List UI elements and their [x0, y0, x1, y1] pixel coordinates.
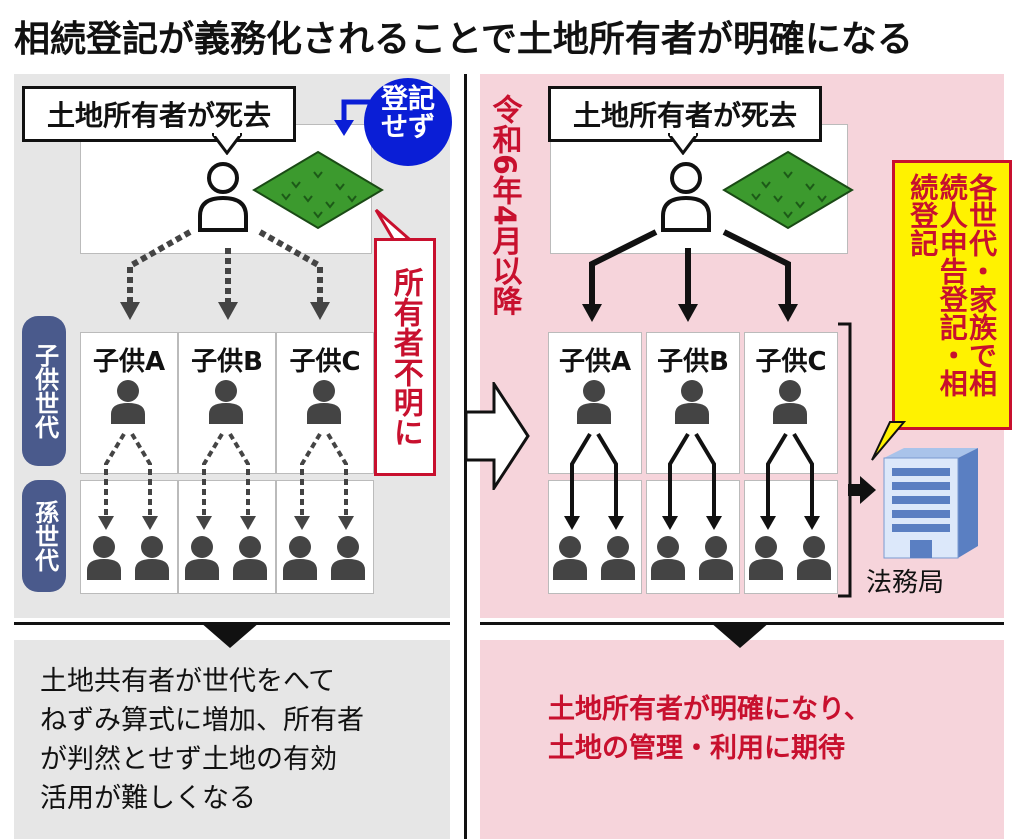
registration-note-pointer-icon: [871, 421, 906, 461]
right-grandchild-person-icon-6: [797, 536, 831, 580]
left-descendants-graphic: [87, 380, 365, 580]
left-grandchild-person-icon-5: [283, 536, 317, 580]
left-split-arrow-1: [98, 432, 158, 530]
legal-affairs-bureau-icon: [883, 448, 978, 559]
effective-date-label: 令和6年4月以降: [486, 94, 522, 316]
left-grandchild-person-icon-2: [135, 536, 169, 580]
left-summary-text: 土地共有者が世代をへて ねずみ算式に増加、所有者 が判然とせず土地の有効 活用が…: [40, 666, 364, 815]
left-split-arrow-3: [294, 432, 354, 530]
right-land-icon: [722, 150, 854, 230]
right-summary-text: 土地所有者が明確になり、 土地の管理・利用に期待: [548, 694, 871, 765]
left-grandchild-person-icon-4: [233, 536, 267, 580]
right-descendants-graphic: [553, 380, 831, 580]
left-split-arrow-2: [196, 432, 256, 530]
left-child-label-a: 子供A: [92, 347, 166, 377]
right-child-card-b: 子供B: [646, 332, 740, 474]
registration-note-box: 各世代・家族で相続人申告登記・相続登記: [892, 160, 1012, 430]
transition-arrow-icon: [466, 382, 530, 490]
right-grandchild-person-icon-3: [651, 536, 685, 580]
right-grandchild-person-icon-1: [553, 536, 587, 580]
right-child-card-a: 子供A: [548, 332, 642, 474]
family-bracket: [838, 322, 852, 598]
right-split-arrow-2: [662, 432, 722, 530]
right-child-person-icon-2: [675, 380, 709, 424]
left-child-card-a: 子供A: [80, 332, 178, 474]
right-owner-callout-text: 土地所有者が死去: [572, 99, 797, 132]
right-child-label-a: 子供A: [558, 347, 632, 377]
not-registered-label: 登記せず: [381, 84, 435, 144]
left-grandchild-person-icon-3: [185, 536, 219, 580]
left-child-person-icon-2: [209, 380, 243, 424]
left-grandchild-person-icon-1: [87, 536, 121, 580]
left-owner-callout: 土地所有者が死去: [22, 86, 296, 142]
legal-affairs-bureau-label: 法務局: [866, 568, 945, 598]
right-grandchild-person-icon-4: [699, 536, 733, 580]
right-child-card-c: 子供C: [744, 332, 838, 474]
right-deceased-owner-icon: [661, 162, 711, 232]
left-land-icon: [252, 150, 384, 230]
right-down-triangle-icon: [710, 622, 770, 648]
left-grandchild-person-icon-6: [331, 536, 365, 580]
grandchildren-generation-pill: 孫世代: [22, 480, 66, 592]
right-child-person-icon-3: [773, 380, 807, 424]
left-deceased-owner-icon: [198, 162, 248, 232]
right-inheritance-arrows: [582, 229, 798, 322]
right-child-person-icon-1: [577, 380, 611, 424]
left-inheritance-arrows: [120, 229, 330, 320]
right-owner-callout: 土地所有者が死去: [548, 86, 822, 142]
left-child-card-b: 子供B: [178, 332, 276, 474]
right-child-label-b: 子供B: [657, 347, 729, 377]
registration-note-text: 各世代・家族で相続人申告登記・相続登記: [906, 173, 999, 397]
right-split-arrow-1: [564, 432, 624, 530]
left-child-label-c: 子供C: [289, 347, 361, 377]
left-down-triangle-icon: [200, 622, 260, 648]
children-generation-pill: 子供世代: [22, 316, 66, 466]
right-child-label-c: 子供C: [755, 347, 827, 377]
right-grandchild-person-icon-5: [749, 536, 783, 580]
unknown-owner-box: 所有者不明に: [374, 238, 436, 476]
right-summary-panel: [480, 640, 1004, 839]
left-child-person-icon-1: [111, 380, 145, 424]
grandchildren-generation-label: 孫世代: [30, 500, 59, 572]
children-generation-label: 子供世代: [30, 343, 59, 439]
left-child-person-icon-3: [307, 380, 341, 424]
unknown-owner-text: 所有者不明に: [387, 267, 423, 447]
left-child-label-b: 子供B: [191, 347, 263, 377]
to-office-arrow-icon: [848, 476, 876, 504]
left-child-card-c: 子供C: [276, 332, 374, 474]
blue-bent-arrow-icon: [334, 99, 370, 136]
right-grandchild-person-icon-2: [601, 536, 635, 580]
left-callout-tail-icon: [212, 133, 242, 155]
page-title: 相続登記が義務化されることで土地所有者が明確になる: [14, 19, 913, 60]
right-callout-tail-icon: [668, 133, 698, 155]
not-registered-badge: [364, 78, 452, 166]
left-summary-panel: [14, 640, 450, 839]
right-split-arrow-3: [760, 432, 820, 530]
not-registered-text: 登記せず: [370, 84, 446, 144]
left-owner-callout-text: 土地所有者が死去: [46, 99, 271, 132]
